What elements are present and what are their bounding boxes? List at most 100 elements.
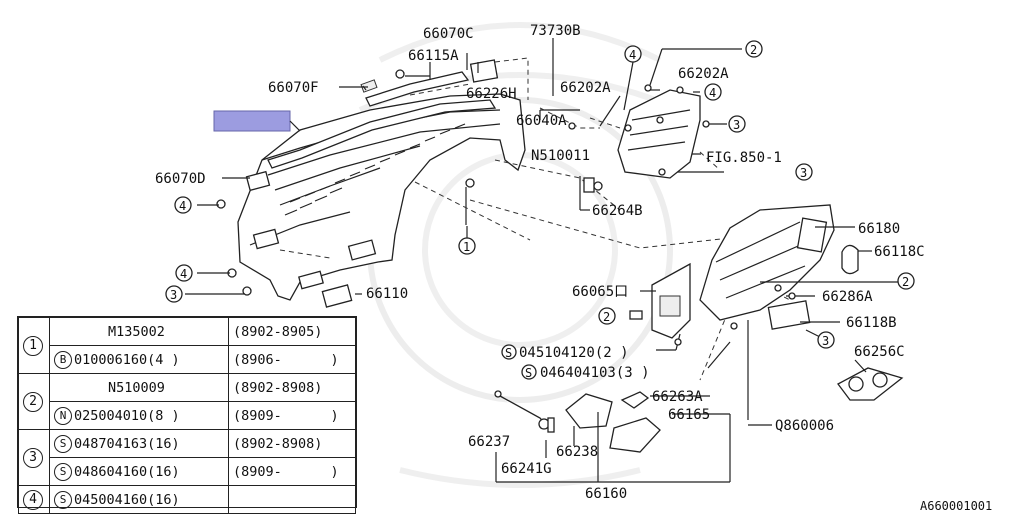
label-fig-850-1: FIG.850-1	[706, 150, 782, 166]
svg-text:2: 2	[902, 275, 909, 289]
callout-3: 3	[817, 331, 835, 349]
callout-3: 3	[728, 115, 746, 133]
callout-1: 1	[458, 237, 476, 255]
label-66065: 66065口	[572, 284, 628, 300]
svg-text:S: S	[525, 366, 532, 380]
legend-row: 2 N510009 (8902-8908)	[18, 373, 356, 430]
label-66070F: 66070F	[268, 80, 319, 96]
label-66256C: 66256C	[854, 344, 905, 360]
label-66237: 66237	[468, 434, 510, 450]
callout-2: 2	[897, 272, 915, 290]
label-66040A: 66040A	[516, 113, 567, 129]
label-66241G: 66241G	[501, 461, 552, 477]
legend-part-text: N510009	[108, 379, 165, 396]
legend-key: 3	[18, 429, 50, 486]
part-labels: 66070C 73730B 66115A 66070F 66226H 66202…	[155, 23, 992, 512]
callout-3: 3	[165, 285, 183, 303]
diagram-id: A660001001	[920, 499, 992, 512]
label-N510011: N510011	[531, 148, 590, 164]
phantom-lines	[279, 57, 791, 381]
legend-prefix-circle: N	[54, 406, 72, 425]
instrument-panel-drawing	[216, 59, 526, 308]
legend-part-text: 045004160(16)	[74, 491, 180, 508]
bracket-66065	[629, 262, 772, 426]
legend-prefix-circle: B	[54, 350, 72, 369]
legend-date-range: (8906- )	[228, 345, 356, 374]
legend-row: 1 M135002(8902-8905)	[18, 317, 356, 374]
label-Q860006: Q860006	[775, 418, 834, 434]
label-66202A-a: 66202A	[560, 80, 611, 96]
label-66180: 66180	[858, 221, 900, 237]
label-045104120: 045104120(2 )	[519, 345, 629, 361]
label-66160: 66160	[585, 486, 627, 502]
legend-prefix-circle: S	[54, 490, 72, 509]
svg-text:3: 3	[800, 166, 807, 180]
callout-4: 4	[175, 264, 193, 282]
legend-key-circle: 1	[23, 335, 43, 356]
label-73730B: 73730B	[530, 23, 581, 39]
center-panel-66180	[699, 204, 904, 401]
svg-text:4: 4	[180, 267, 187, 281]
legend-key: 1	[18, 317, 50, 374]
label-66070C: 66070C	[423, 26, 474, 42]
legend-date-range: (8902-8905)	[228, 317, 356, 346]
callout-2: 2	[745, 40, 763, 58]
label-66286A: 66286A	[822, 289, 873, 305]
legend-key-circle: 2	[23, 391, 43, 412]
callout-3: 3	[795, 163, 813, 181]
combination-meter	[568, 84, 710, 193]
label-66070D: 66070D	[155, 171, 206, 187]
legend-part-number: M135002	[49, 317, 229, 346]
svg-text:2: 2	[750, 43, 757, 57]
legend-prefix-circle: S	[54, 434, 72, 453]
callout-4: 4	[174, 196, 192, 214]
callouts: 4 2 4 3 3 4 1 4 3 2 2 3 S S	[165, 40, 915, 380]
label-66118C: 66118C	[874, 244, 925, 260]
callout-2: 2	[598, 307, 616, 325]
legend-part-text: 010006160(4 )	[74, 351, 180, 368]
legend-date-range: (8902-8908)	[228, 429, 356, 458]
svg-text:3: 3	[733, 118, 740, 132]
legend-date-range: (8909- )	[228, 457, 356, 486]
callout-4: 4	[624, 45, 642, 63]
highlight-box[interactable]	[213, 110, 291, 132]
legend-prefix-circle: S	[54, 462, 72, 481]
callout-s: S	[501, 344, 517, 360]
callout-s: S	[521, 364, 537, 380]
legend-part-number: N510009	[49, 373, 229, 402]
svg-text:S: S	[505, 346, 512, 360]
label-046404103: 046404103(3 )	[540, 365, 650, 381]
callout-4: 4	[704, 83, 722, 101]
svg-text:1: 1	[463, 240, 470, 254]
legend-part-text: 048704163(16)	[74, 435, 180, 452]
legend-date-range: (8902-8908)	[228, 373, 356, 402]
label-66110: 66110	[366, 286, 408, 302]
label-66118B: 66118B	[846, 315, 897, 331]
label-66115A: 66115A	[408, 48, 459, 64]
legend-key: 2	[18, 373, 50, 430]
legend-part-text: 025004010(8 )	[74, 407, 180, 424]
svg-text:2: 2	[603, 310, 610, 324]
legend-date-range: (8909- )	[228, 401, 356, 430]
label-66165: 66165	[668, 407, 710, 423]
label-66263A: 66263A	[652, 389, 703, 405]
legend-part-text: 048604160(16)	[74, 463, 180, 480]
legend-key-circle: 3	[23, 447, 43, 468]
console-box	[494, 390, 731, 483]
label-66202A-b: 66202A	[678, 66, 729, 82]
svg-text:4: 4	[179, 199, 186, 213]
legend-key-circle: 4	[23, 489, 43, 510]
svg-text:3: 3	[170, 288, 177, 302]
